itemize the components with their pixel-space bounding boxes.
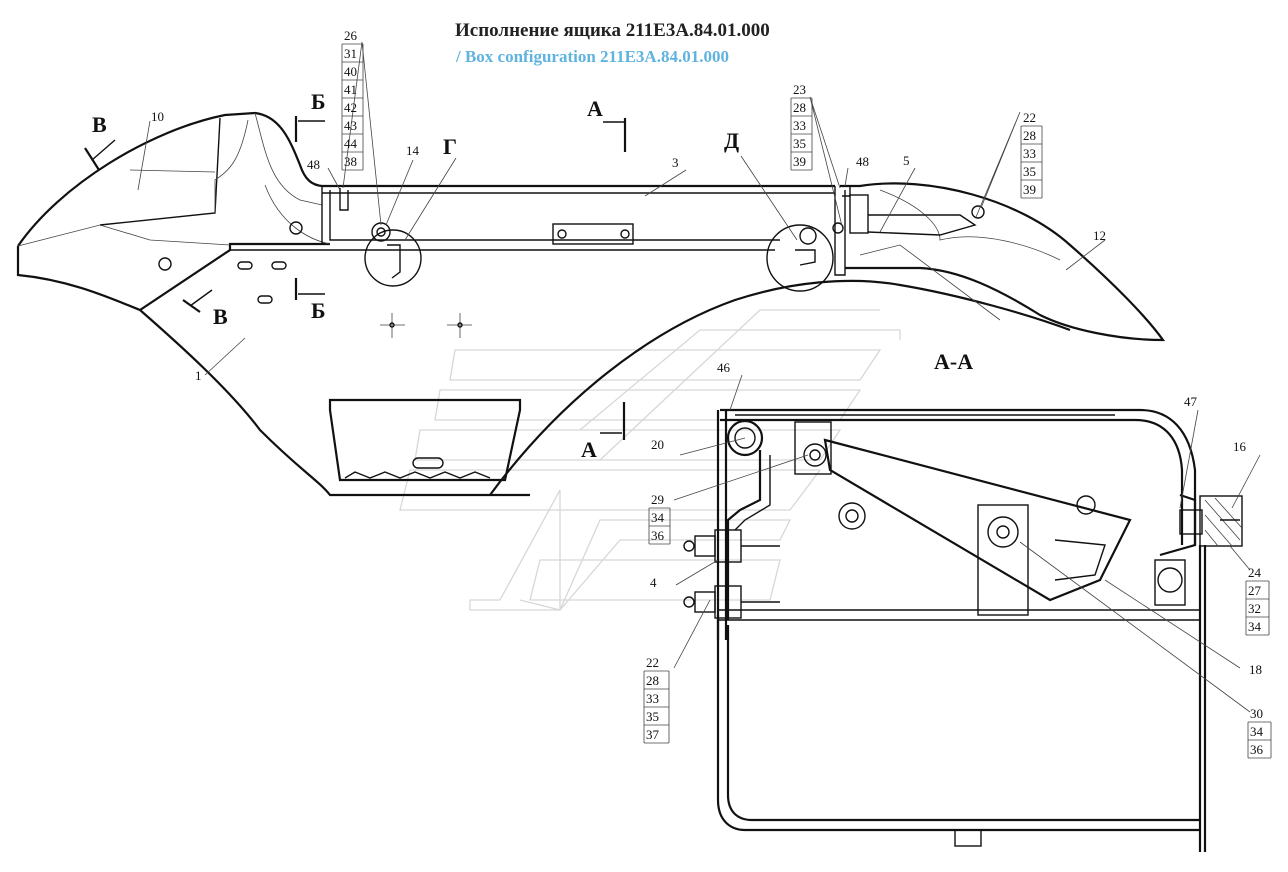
drawing-title: Исполнение ящика 211Е3А.84.01.000 — [455, 20, 770, 41]
view-marks: В В Б Б А А Г Д А-А — [92, 89, 973, 462]
stack-s22bot-item: 33 — [646, 691, 659, 706]
stack-box-sides — [1247, 722, 1272, 758]
stack-s26-item: 41 — [344, 82, 357, 97]
callout-10: 10 — [151, 109, 164, 124]
drawing-subtitle: / Box configuration 211E3A.84.01.000 — [456, 47, 729, 66]
stack-box-sides — [648, 508, 671, 544]
stack-s24-item: 32 — [1248, 601, 1261, 616]
stack-s29-item: 34 — [651, 510, 665, 525]
callout-47: 47 — [1184, 394, 1198, 409]
view-mark-g: Г — [443, 134, 457, 159]
stack-s24-item: 24 — [1248, 565, 1262, 580]
stack-box-sides — [1245, 581, 1270, 635]
stack-s29-item: 36 — [651, 528, 665, 543]
stack-s23-item: 23 — [793, 82, 806, 97]
callout-3: 3 — [672, 155, 679, 170]
callout-18: 18 — [1249, 662, 1262, 677]
view-mark-v1: В — [92, 112, 107, 137]
view-mark-d: Д — [724, 128, 739, 153]
stack-s22bot-item: 37 — [646, 727, 660, 742]
stack-s26-item: 43 — [344, 118, 357, 133]
callout-16: 16 — [1233, 439, 1247, 454]
stack-s23-item: 35 — [793, 136, 806, 151]
section-title: А-А — [934, 349, 973, 374]
stack-s23-item: 33 — [793, 118, 806, 133]
callout-5: 5 — [903, 153, 910, 168]
stack-box-sides — [790, 98, 813, 170]
stack-box-sides — [1020, 126, 1043, 198]
stack-box-sides — [341, 44, 364, 170]
view-mark-v2: В — [213, 304, 228, 329]
stack-s26-item: 44 — [344, 136, 358, 151]
stack-s24-item: 34 — [1248, 619, 1262, 634]
callout-14: 14 — [406, 143, 420, 158]
callout-12: 12 — [1093, 228, 1106, 243]
stack-s26-item: 26 — [344, 28, 358, 43]
view-mark-b2: Б — [311, 298, 326, 323]
callout-1: 1 — [195, 368, 202, 383]
stack-s30-item: 36 — [1250, 742, 1264, 757]
stack-s30-item: 34 — [1250, 724, 1264, 739]
stack-s22top-item: 35 — [1023, 164, 1036, 179]
stack-s26-item: 42 — [344, 100, 357, 115]
stack-s22bot-item: 28 — [646, 673, 659, 688]
stack-s22top-item: 33 — [1023, 146, 1036, 161]
callout-20: 20 — [651, 437, 664, 452]
view-mark-a2: А — [581, 437, 597, 462]
stack-box-sides — [643, 671, 670, 743]
view-mark-a1: А — [587, 96, 603, 121]
fender-side-view — [16, 111, 1166, 497]
callout-48b: 48 — [856, 154, 869, 169]
stack-s29-item: 29 — [651, 492, 664, 507]
stack-s26-item: 40 — [344, 64, 357, 79]
callout-numbers: 1 3 4 5 10 12 14 16 18 20 46 47 48 48 — [151, 109, 1262, 677]
leader-lines — [137, 41, 1261, 713]
stack-s26-item: 38 — [344, 154, 357, 169]
stack-s23-item: 28 — [793, 100, 806, 115]
stack-s22bot-item: 22 — [646, 655, 659, 670]
callout-stacks: 2631404142434438232833353922283335392934… — [341, 28, 1272, 759]
stack-s22bot-item: 35 — [646, 709, 659, 724]
stack-s22top-item: 22 — [1023, 110, 1036, 125]
section-a-a-view — [683, 408, 1243, 852]
callout-46: 46 — [717, 360, 731, 375]
stack-s30-item: 30 — [1250, 706, 1263, 721]
stack-s23-item: 39 — [793, 154, 806, 169]
view-mark-b1: Б — [311, 89, 326, 114]
callout-48a: 48 — [307, 157, 320, 172]
stack-s26-item: 31 — [344, 46, 357, 61]
stack-s22top-item: 39 — [1023, 182, 1036, 197]
callout-4: 4 — [650, 575, 657, 590]
section-cut-marks — [84, 116, 627, 440]
stack-s24-item: 27 — [1248, 583, 1262, 598]
ghost-background-outline — [399, 309, 901, 611]
stack-s22top-item: 28 — [1023, 128, 1036, 143]
